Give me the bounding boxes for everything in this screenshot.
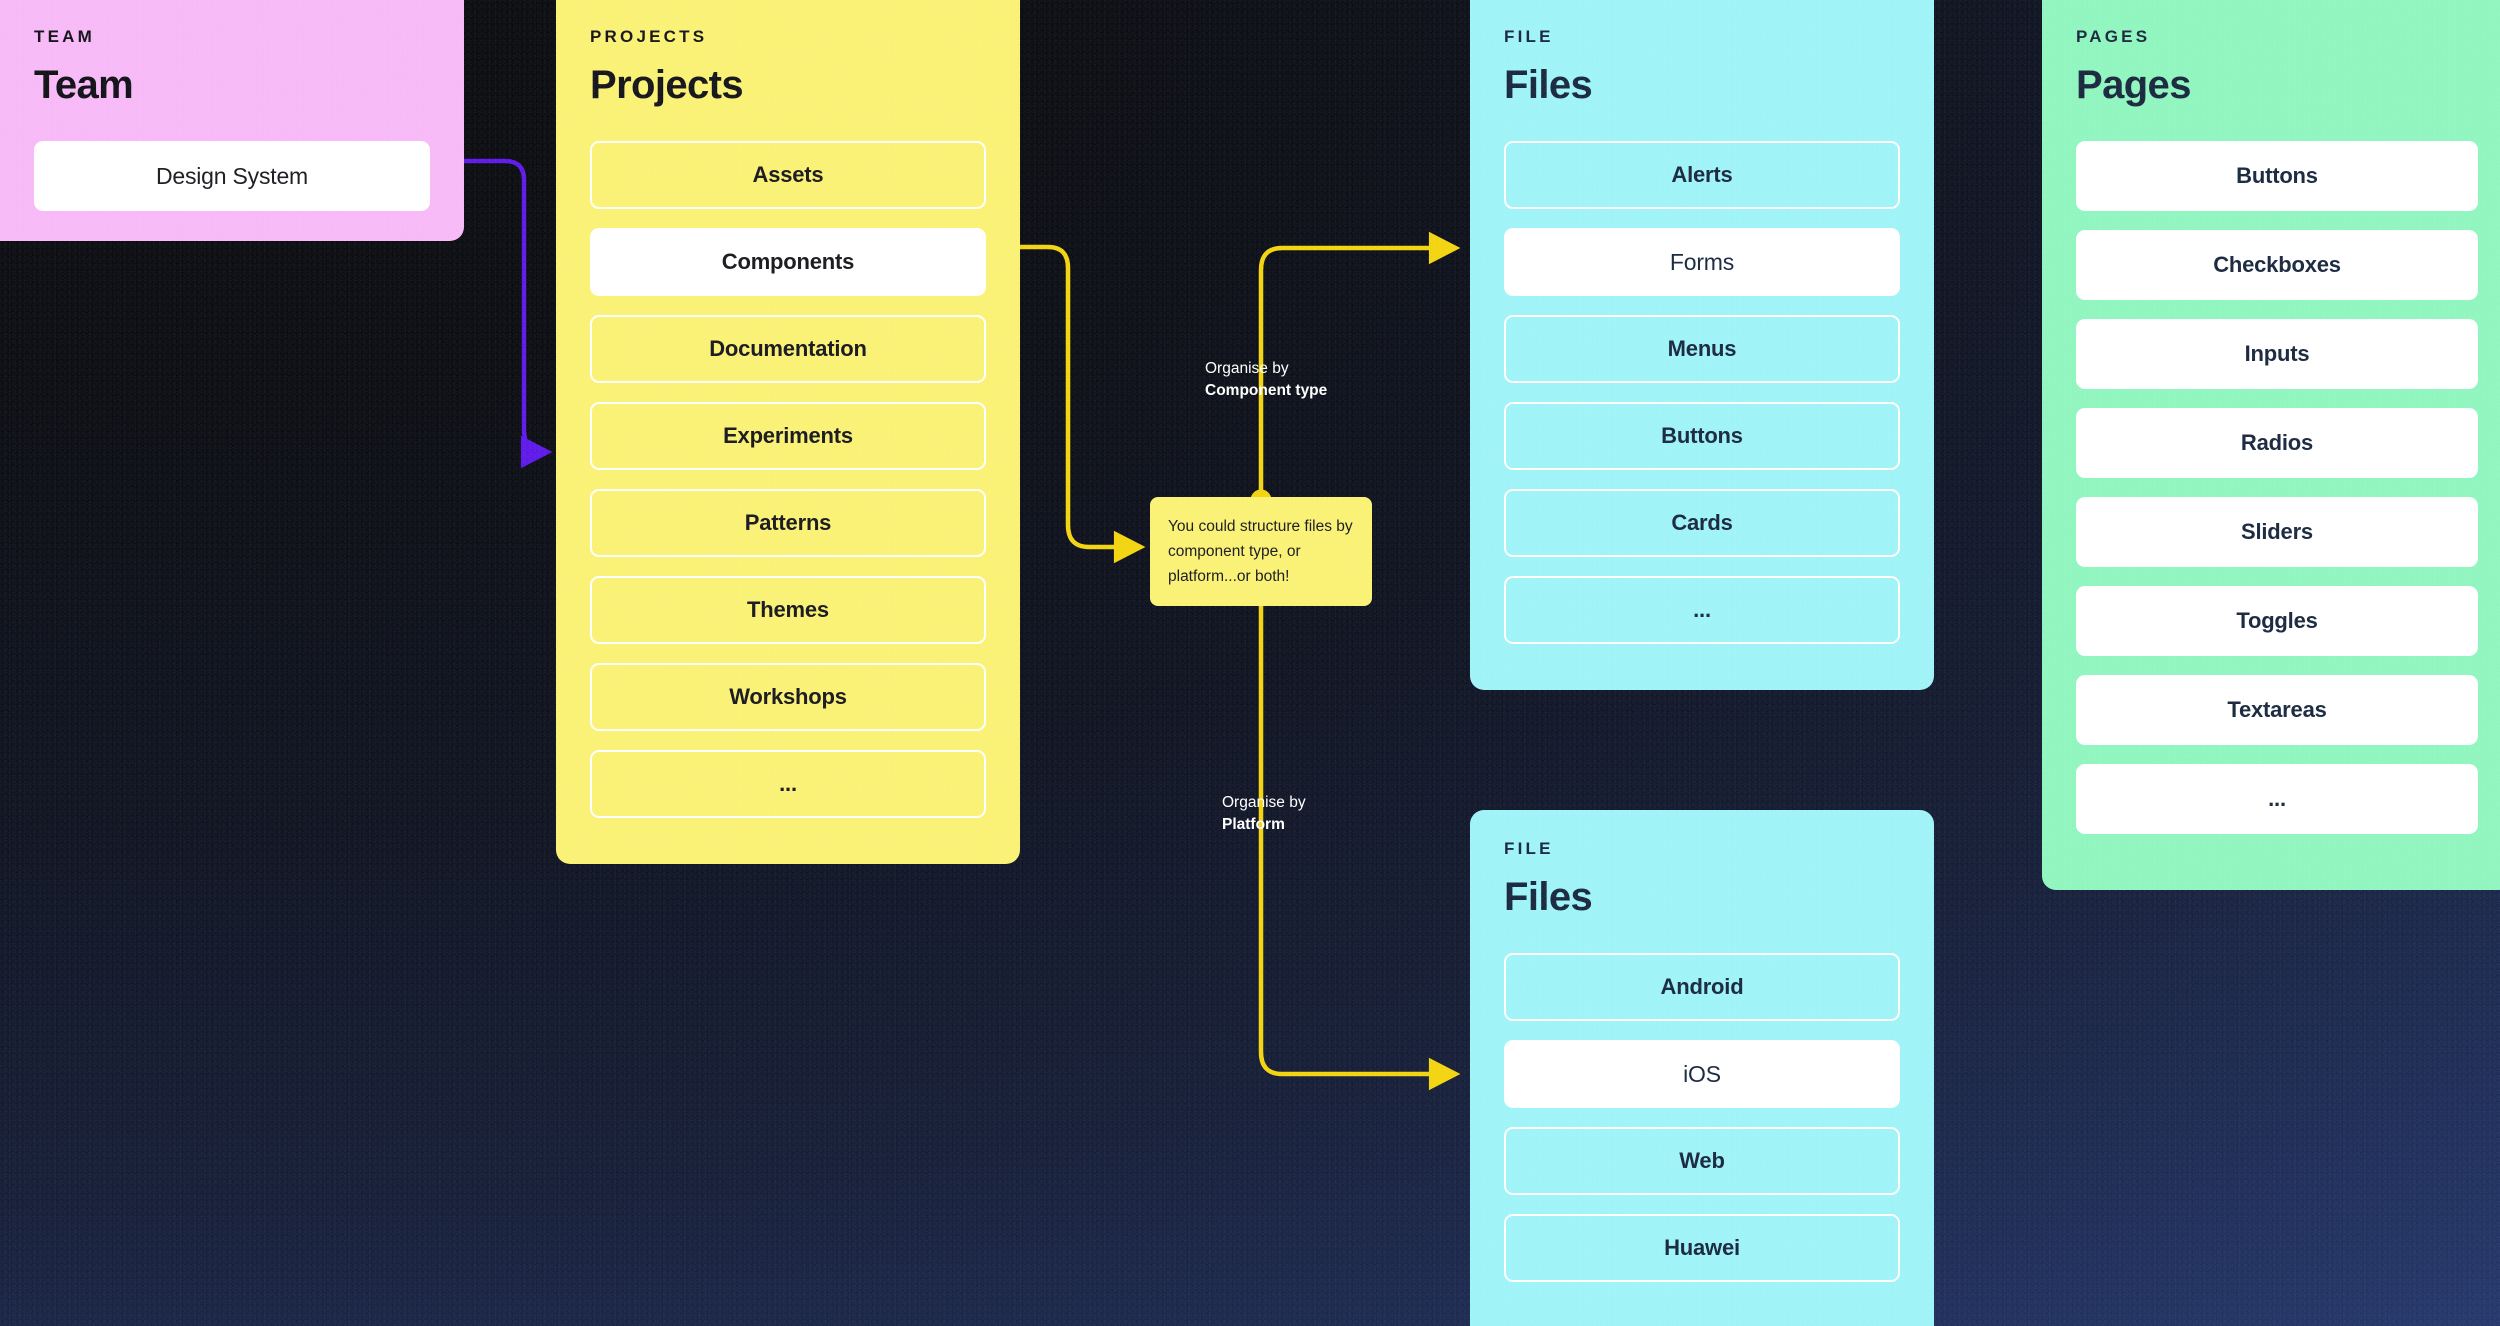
wire-note-to-files-platform [1258,598,1461,1091]
panel-files-1-eyebrow: FILE [1504,27,1554,46]
card-android[interactable]: Android [1504,953,1900,1021]
panel-files-2-title: Files [1504,875,1593,919]
card-ios[interactable]: iOS [1504,1040,1900,1108]
panel-team: TEAM Team Design System [0,0,464,241]
panel-team-card-list: Design System [34,141,430,211]
panel-projects: PROJECTS Projects Assets Components Docu… [556,0,1020,864]
card-pages-radios[interactable]: Radios [2076,408,2478,478]
card-design-system[interactable]: Design System [34,141,430,211]
panel-projects-eyebrow: PROJECTS [590,27,708,46]
card-workshops[interactable]: Workshops [590,663,986,731]
panel-pages-title: Pages [2076,63,2191,107]
card-experiments[interactable]: Experiments [590,402,986,470]
card-pages-sliders[interactable]: Sliders [2076,497,2478,567]
card-files-1-more[interactable]: ... [1504,576,1900,644]
panel-files-component-type: FILE Files Alerts Forms Menus Buttons Ca… [1470,0,1934,690]
card-themes[interactable]: Themes [590,576,986,644]
panel-files-1-card-list: Alerts Forms Menus Buttons Cards ... [1504,141,1900,644]
connector-label-strong: Platform [1222,816,1285,833]
card-projects-more[interactable]: ... [590,750,986,818]
card-menus[interactable]: Menus [1504,315,1900,383]
card-pages-checkboxes[interactable]: Checkboxes [2076,230,2478,300]
connector-label-platform: Organise by Platform [1222,792,1306,836]
panel-pages-eyebrow: PAGES [2076,27,2151,46]
card-huawei[interactable]: Huawei [1504,1214,1900,1282]
card-pages-more[interactable]: ... [2076,764,2478,834]
card-pages-toggles[interactable]: Toggles [2076,586,2478,656]
card-forms[interactable]: Forms [1504,228,1900,296]
panel-projects-card-list: Assets Components Documentation Experime… [590,141,986,818]
card-alerts[interactable]: Alerts [1504,141,1900,209]
panel-files-1-title: Files [1504,63,1593,107]
card-web[interactable]: Web [1504,1127,1900,1195]
panel-projects-title: Projects [590,63,744,107]
card-cards[interactable]: Cards [1504,489,1900,557]
card-documentation[interactable]: Documentation [590,315,986,383]
card-pages-textareas[interactable]: Textareas [2076,675,2478,745]
panel-files-platform: FILE Files Android iOS Web Huawei [1470,810,1934,1326]
card-patterns[interactable]: Patterns [590,489,986,557]
card-pages-buttons[interactable]: Buttons [2076,141,2478,211]
panel-files-2-card-list: Android iOS Web Huawei [1504,953,1900,1282]
connector-label-lead: Organise by [1205,360,1289,377]
card-pages-inputs[interactable]: Inputs [2076,319,2478,389]
sticky-note[interactable]: You could structure files by component t… [1150,497,1372,607]
connector-label-lead: Organise by [1222,794,1306,811]
panel-files-2-eyebrow: FILE [1504,839,1554,858]
panel-team-title: Team [34,63,134,107]
connector-label-strong: Component type [1205,382,1328,399]
card-assets[interactable]: Assets [590,141,986,209]
connector-label-component-type: Organise by Component type [1205,358,1327,402]
panel-pages-card-list: Buttons Checkboxes Inputs Radios Sliders… [2076,141,2478,834]
card-buttons[interactable]: Buttons [1504,402,1900,470]
card-components[interactable]: Components [590,228,986,296]
panel-pages: PAGES Pages Buttons Checkboxes Inputs Ra… [2042,0,2500,890]
panel-team-eyebrow: TEAM [34,27,95,46]
